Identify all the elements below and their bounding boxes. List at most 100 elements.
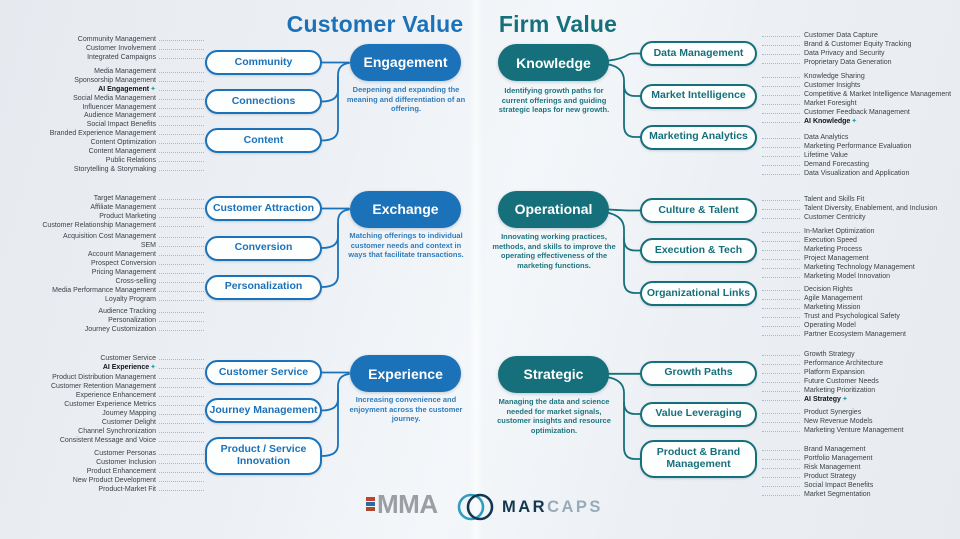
leaf-connector-dots bbox=[159, 152, 204, 153]
leaf-label: Product Distribution Management bbox=[52, 373, 156, 381]
leaf-item: Product Marketing bbox=[28, 213, 204, 222]
leaf-item: Growth Strategy bbox=[762, 351, 958, 360]
leaf-label: In-Market Optimization bbox=[804, 227, 875, 235]
leaf-connector-dots bbox=[762, 44, 800, 46]
leaf-item: Customer Relationship Management bbox=[28, 222, 204, 231]
leaf-connector-dots bbox=[762, 76, 800, 78]
leaf-item: Customer Data Capture bbox=[762, 32, 958, 41]
leaf-connector-dots bbox=[159, 422, 204, 424]
leaf-connector-dots bbox=[762, 494, 800, 496]
main-description-experience: Increasing convenience and enjoyment acr… bbox=[349, 395, 463, 423]
leaf-connector-dots bbox=[762, 307, 800, 309]
leaf-item: Market Foresight bbox=[762, 100, 958, 109]
leaf-connector-dots bbox=[159, 198, 204, 200]
leaf-label: Product-Market Fit bbox=[98, 485, 156, 493]
sub-node-growth-paths: Growth Paths bbox=[640, 360, 757, 386]
ai-sparkle-icon: ✦ bbox=[841, 395, 848, 403]
leaf-item: Marketing Technology Management bbox=[762, 264, 958, 273]
sub-node-journey-management: Journey Management bbox=[205, 398, 322, 423]
leaf-item: Audience Management bbox=[28, 112, 204, 121]
leaf-label: Talent Diversity, Enablement, and Inclus… bbox=[804, 204, 938, 212]
leaf-label: New Revenue Models bbox=[804, 417, 873, 425]
sub-node-personalization: Personalization bbox=[205, 274, 322, 300]
leaf-label: Decision Rights bbox=[804, 285, 853, 293]
leaf-item: Community Management bbox=[28, 36, 204, 45]
leaf-item: Journey Mapping bbox=[28, 410, 204, 419]
leaf-label: Cross-selling bbox=[115, 277, 156, 285]
leaf-label: Media Management bbox=[94, 68, 156, 76]
leaf-label: Prospect Conversion bbox=[91, 259, 156, 267]
leaf-label: Lifetime Value bbox=[804, 151, 848, 159]
leaf-connector-dots bbox=[159, 358, 204, 360]
leaf-label: Consistent Message and Voice bbox=[59, 436, 156, 444]
leaf-label: Customer Feedback Management bbox=[804, 108, 910, 116]
leaf-label: Customer Retention Management bbox=[50, 382, 156, 390]
leaf-label: Marketing Performance Evaluation bbox=[804, 142, 912, 150]
leaf-connector-dots bbox=[159, 39, 204, 41]
leaf-label: Trust and Psychological Safety bbox=[804, 312, 900, 320]
main-description-operational: Innovating working practices, methods, a… bbox=[492, 232, 616, 270]
leaf-item: Platform Expansion bbox=[762, 369, 958, 378]
leaf-label: Branded Experience Management bbox=[49, 130, 156, 138]
half-divider bbox=[469, 0, 483, 539]
leaf-label: Target Management bbox=[93, 194, 156, 202]
leaf-item: Market Segmentation bbox=[762, 491, 958, 500]
leaf-item: New Product Development bbox=[28, 477, 204, 486]
leaf-item: Customer Feedback Management bbox=[762, 109, 958, 118]
leaf-item: Data Privacy and Security bbox=[762, 50, 958, 59]
main-description-engagement: Deepening and expanding the meaning and … bbox=[346, 85, 466, 113]
leaf-label: Brand Management bbox=[804, 445, 866, 453]
main-node-knowledge: Knowledge bbox=[498, 44, 609, 81]
leaf-connector-dots bbox=[159, 207, 204, 209]
leaf-connector-dots bbox=[762, 231, 800, 233]
leaf-label: Marketing Prioritization bbox=[804, 386, 876, 394]
main-node-operational: Operational bbox=[498, 190, 609, 228]
leaf-item: Marketing Performance Evaluation bbox=[762, 143, 958, 152]
leaf-item: Prospect Conversion bbox=[28, 260, 204, 269]
sub-node-organizational-links: Organizational Links bbox=[640, 281, 757, 306]
leaf-item: Marketing Model Innovation bbox=[762, 273, 958, 282]
leaf-label: Customer Data Capture bbox=[804, 31, 878, 39]
leaf-connector-dots bbox=[762, 258, 800, 260]
leaf-label: AI Strategy bbox=[804, 395, 841, 403]
ai-sparkle-icon: ✦ bbox=[150, 363, 156, 371]
leaf-connector-dots bbox=[159, 225, 204, 227]
leaf-connector-dots bbox=[762, 240, 800, 242]
leaf-connector-dots bbox=[159, 281, 204, 283]
leaf-connector-dots bbox=[762, 62, 800, 64]
leaf-item: AI Engagement✦ bbox=[28, 86, 204, 95]
main-node-strategic: Strategic bbox=[498, 355, 609, 393]
leaf-label: Content Optimization bbox=[90, 139, 156, 147]
leaf-connector-dots bbox=[762, 94, 800, 96]
leaf-item: Execution Speed bbox=[762, 237, 958, 246]
leaf-connector-dots bbox=[762, 103, 800, 105]
leaf-item: Customer Delight bbox=[28, 419, 204, 428]
leaf-connector-dots bbox=[762, 121, 800, 123]
leaf-connector-dots bbox=[762, 412, 800, 414]
leaf-item: Social Media Management bbox=[28, 95, 204, 104]
leaf-connector-dots bbox=[762, 354, 800, 356]
leaf-item: Talent Diversity, Enablement, and Inclus… bbox=[762, 205, 958, 214]
ai-sparkle-icon: ✦ bbox=[150, 86, 156, 94]
leaf-connector-dots bbox=[159, 143, 204, 144]
marcaps-logo-text: MARCAPS bbox=[502, 498, 603, 517]
leaf-connector-dots bbox=[762, 298, 800, 300]
leaf-label: Customer Inclusion bbox=[96, 458, 156, 466]
leaf-label: Marketing Model Innovation bbox=[804, 272, 890, 280]
leaf-connector-dots bbox=[762, 421, 800, 423]
leaf-connector-dots bbox=[762, 137, 800, 139]
leaf-label: Data Visualization and Application bbox=[804, 169, 910, 177]
leaf-item: Media Management bbox=[28, 68, 204, 77]
leaf-label: Proprietary Data Generation bbox=[804, 58, 892, 66]
leaf-connector-dots bbox=[762, 164, 800, 166]
leaf-connector-dots bbox=[159, 489, 204, 491]
leaf-label: Partner Ecosystem Management bbox=[804, 330, 906, 338]
leaf-item: Marketing Process bbox=[762, 246, 958, 255]
leaf-item: Partner Ecosystem Management bbox=[762, 331, 958, 340]
leaf-item: Customer Retention Management bbox=[28, 383, 204, 392]
